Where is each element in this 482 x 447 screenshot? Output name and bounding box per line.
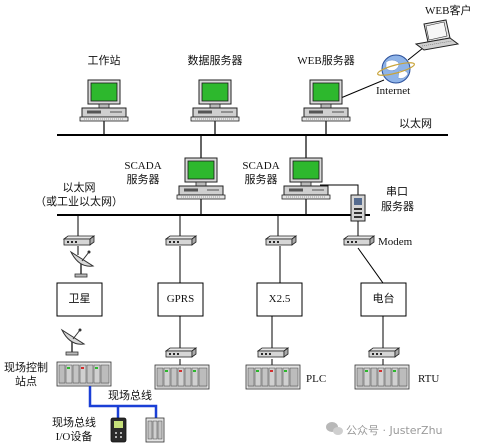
workstation-label: 工作站 xyxy=(87,55,121,67)
scada-server-2-label-line1: SCADA xyxy=(242,160,280,172)
scada-server-1-label-line2: 服务器 xyxy=(126,174,160,186)
plc-rack-icon xyxy=(245,364,301,390)
web-server-label: WEB服务器 xyxy=(297,55,355,67)
scada-server-2-label-line2: 服务器 xyxy=(244,174,278,186)
gprs-box-label: GPRS xyxy=(166,293,195,305)
modem-icon xyxy=(343,235,375,246)
serial-server-icon xyxy=(350,194,366,222)
field-station-label-line1: 现场控制 xyxy=(4,362,48,374)
x25-box xyxy=(256,282,303,317)
radio-box xyxy=(360,282,407,317)
field-switch-gprs-icon xyxy=(165,347,197,358)
gprs-rack-icon xyxy=(154,364,210,390)
data-server-label: 数据服务器 xyxy=(187,55,243,67)
switch-satellite-icon xyxy=(63,235,95,246)
ethernet-mid-label-line2: （或工业以太网） xyxy=(35,196,123,208)
wechat-icon xyxy=(326,422,343,435)
satellite-dish-top-icon xyxy=(70,249,94,278)
switch-gprs-icon xyxy=(165,235,197,246)
internet-label: Internet xyxy=(376,85,411,97)
ethernet-mid-label-line1: 以太网 xyxy=(62,182,96,194)
fieldbus-io-label-line2: I/O设备 xyxy=(55,431,93,443)
field-switch-plc-icon xyxy=(257,347,289,358)
workstation-computer-icon xyxy=(79,79,129,122)
ethernet-top-label: 以太网 xyxy=(399,118,432,130)
scada-server-1-computer-icon xyxy=(176,157,226,200)
gprs-box xyxy=(157,282,204,317)
small-io-module-icon xyxy=(145,417,165,443)
switch-x25-icon xyxy=(265,235,297,246)
web-server-computer-icon xyxy=(301,79,351,122)
field-station-label-line2: 站点 xyxy=(15,376,37,388)
fieldbus-line xyxy=(88,386,158,418)
serial-server-label-line1: 串口 xyxy=(386,186,408,198)
modem-label: Modem xyxy=(378,236,413,248)
data-server-computer-icon xyxy=(190,79,240,122)
rtu-rack-icon xyxy=(354,364,410,390)
x25-box-label: X2.5 xyxy=(268,293,291,305)
internet-globe-icon xyxy=(377,54,415,84)
satellite-box xyxy=(56,282,103,317)
link-scada2-serial xyxy=(320,184,359,195)
field-station-rack-icon xyxy=(56,361,112,387)
satellite-box-label: 卫星 xyxy=(68,293,91,305)
fieldbus-label: 现场总线 xyxy=(108,390,152,402)
web-client-laptop-icon xyxy=(414,19,460,51)
handheld-io-device-icon xyxy=(110,417,127,443)
scada-server-1-label-line1: SCADA xyxy=(124,160,162,172)
fieldbus-io-label-line1: 现场总线 xyxy=(52,417,96,429)
link-modem-radio xyxy=(357,247,384,284)
web-client-label: WEB客户 xyxy=(425,5,472,17)
link-web-server-internet xyxy=(335,79,385,101)
rtu-label: RTU xyxy=(418,373,440,385)
watermark-text: 公众号 · JusterZhu xyxy=(346,424,443,437)
satellite-dish-field-icon xyxy=(61,327,85,356)
serial-server-label-line2: 服务器 xyxy=(381,201,414,213)
radio-box-label: 电台 xyxy=(372,293,395,305)
scada-server-2-computer-icon xyxy=(281,157,331,200)
plc-label: PLC xyxy=(306,373,327,385)
field-switch-rtu-icon xyxy=(368,347,400,358)
